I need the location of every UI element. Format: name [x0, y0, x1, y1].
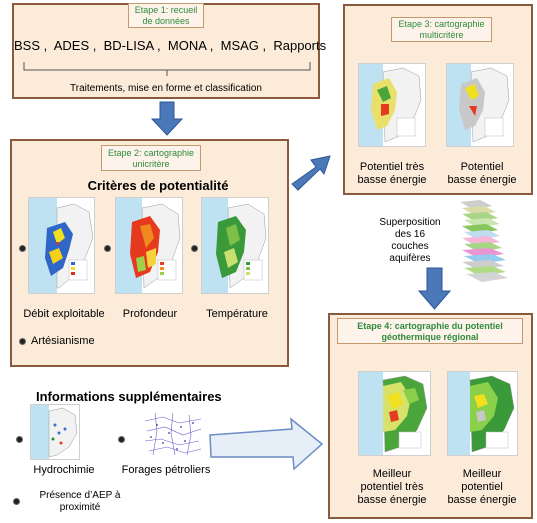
- label-meilleur-basse-line1: Meilleur: [462, 468, 502, 480]
- label-potentiel-basse-line2: basse énergie: [447, 174, 517, 186]
- bullet-debit: [19, 245, 26, 252]
- supplementary-heading: Informations supplémentaires: [36, 389, 222, 404]
- bullet-profondeur: [104, 245, 111, 252]
- label-potentiel-tres-basse-line2: basse énergie: [357, 174, 427, 186]
- label-hydrochimie: Hydrochimie: [33, 464, 95, 476]
- stage2-title-line2: unicritère: [132, 159, 170, 169]
- label-meilleur-basse-line3: basse énergie: [447, 494, 517, 506]
- stage4-title: Etape 4: cartographie du potentiel géoth…: [337, 318, 523, 344]
- label-meilleur-tres-basse: Meilleur potentiel très basse énergie: [342, 468, 442, 507]
- stage3-title-line2: multicritère: [419, 30, 464, 40]
- label-meilleur-tres-basse-line2: potentiel très: [360, 481, 424, 493]
- map-potentiel-basse: [446, 63, 514, 147]
- bullet-artesianisme: [19, 338, 26, 345]
- label-forages-petroliers: Forages pétroliers: [121, 464, 211, 476]
- label-aep-line2: proximité: [59, 502, 101, 513]
- label-meilleur-basse: Meilleur potentiel basse énergie: [432, 468, 532, 507]
- stage1-title-line2: de données: [142, 16, 190, 26]
- map-hydrochimie: [30, 404, 80, 460]
- aquifer-layers-stack: [460, 200, 508, 282]
- arrow-supplementary-to-stage4: [209, 417, 324, 471]
- stage3-title-line1: Etape 3: cartographie: [398, 19, 485, 29]
- stage1-bracket: [23, 62, 311, 76]
- bullet-hydrochimie: [16, 436, 23, 443]
- bullet-temperature: [191, 245, 198, 252]
- label-meilleur-basse-line2: potentiel: [461, 481, 503, 493]
- stage1-title: Etape 1: recueil de données: [128, 3, 204, 28]
- label-aep: Présence d’AEP à proximité: [30, 490, 130, 514]
- map-temperature: [201, 197, 269, 294]
- superposition-text: Superposition des 16 couches aquifères: [378, 217, 442, 265]
- stage2-title-line1: Etape 2: cartographie: [107, 148, 195, 158]
- label-artesianisme: Artésianisme: [31, 335, 95, 347]
- label-potentiel-basse: Potentiel basse énergie: [436, 161, 528, 187]
- arrow-stage1-to-stage2: [150, 101, 184, 136]
- map-profondeur: [115, 197, 183, 294]
- stage1-title-line1: Etape 1: recueil: [134, 5, 198, 15]
- superposition-line2: des 16: [394, 229, 426, 240]
- label-aep-line1: Présence d’AEP à: [39, 490, 121, 501]
- label-meilleur-tres-basse-line1: Meilleur: [372, 468, 412, 480]
- stage4-title-line1: Etape 4: cartographie du potentiel: [357, 321, 503, 331]
- map-potentiel-tres-basse: [358, 63, 426, 147]
- stage3-title: Etape 3: cartographie multicritère: [391, 17, 492, 42]
- superposition-line3: couches: [391, 241, 429, 252]
- criteria-heading: Critères de potentialité: [87, 178, 229, 193]
- stage2-title: Etape 2: cartographie unicritère: [101, 145, 201, 171]
- label-potentiel-tres-basse-line1: Potentiel très: [359, 161, 425, 173]
- label-temperature: Température: [206, 308, 268, 320]
- map-meilleur-tres-basse: [358, 371, 431, 456]
- label-potentiel-basse-line1: Potentiel: [460, 161, 504, 173]
- label-debit: Débit exploitable: [23, 308, 105, 320]
- map-debit: [28, 197, 95, 294]
- label-profondeur: Profondeur: [122, 308, 178, 320]
- stage1-processing: Traitements, mise en forme et classifica…: [70, 83, 262, 94]
- superposition-line1: Superposition: [379, 217, 441, 228]
- bullet-aep: [13, 498, 20, 505]
- label-potentiel-tres-basse: Potentiel très basse énergie: [346, 161, 438, 187]
- superposition-line4: aquifères: [389, 253, 431, 264]
- bullet-forages: [118, 436, 125, 443]
- arrow-stage2-to-stage3: [291, 155, 331, 191]
- arrow-to-stage4: [418, 267, 452, 310]
- stage4-title-line2: géothermique régional: [381, 332, 479, 342]
- label-meilleur-tres-basse-line3: basse énergie: [357, 494, 427, 506]
- map-forages-petroliers: [143, 411, 204, 457]
- stage1-sources: BSS , ADES , BD-LISA , MONA , MSAG , Rap…: [14, 38, 327, 53]
- map-meilleur-basse: [447, 371, 518, 456]
